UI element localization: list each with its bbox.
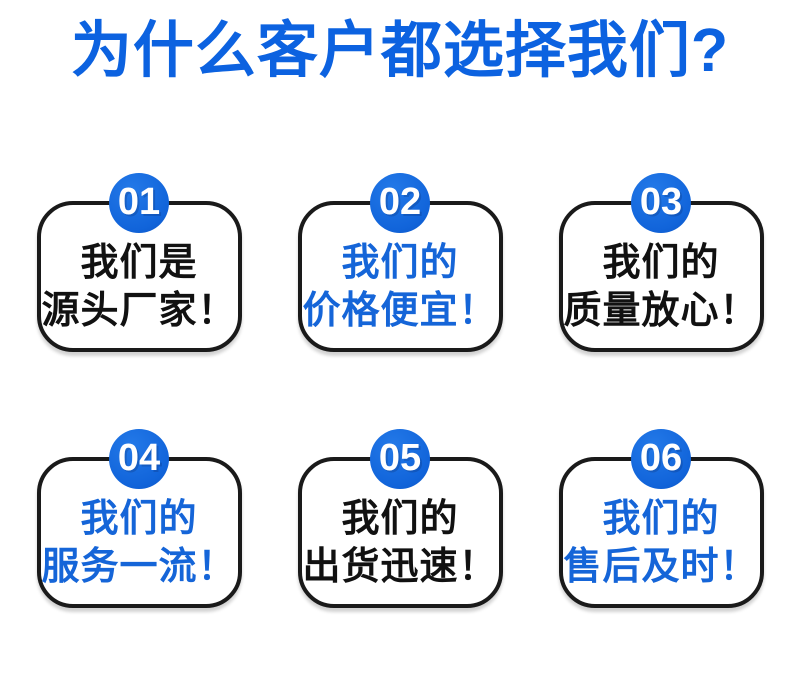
card-text-line-1: 我们的 [341,242,459,285]
card-text-line-1: 我们的 [602,242,720,285]
card-text-line-1: 我们是 [80,242,198,285]
benefit-card-03: 03 我们的 质量放心！ [558,172,764,352]
card-text-line-2: 出货迅速！ [302,546,498,589]
card-text-line-2: 质量放心！ [563,290,759,333]
card-text-line-1: 我们的 [80,498,198,541]
card-text-line-1: 我们的 [341,498,459,541]
number-badge: 01 [109,172,169,233]
card-text-line-1: 我们的 [602,498,720,541]
number-badge: 02 [370,172,430,233]
benefit-card-01: 01 我们是 源头厂家！ [36,172,242,352]
benefit-card-06: 06 我们的 售后及时！ [558,428,764,608]
page-title: 为什么客户都选择我们? [70,16,730,84]
number-badge: 06 [631,428,691,489]
card-text-line-2: 价格便宜！ [302,290,498,333]
benefit-card-04: 04 我们的 服务一流！ [36,428,242,608]
number-badge: 03 [631,172,691,233]
benefit-card-05: 05 我们的 出货迅速！ [297,428,503,608]
number-badge: 04 [109,428,169,489]
benefits-grid: 01 我们是 源头厂家！ 02 我们的 价格便宜！ 03 我们的 质量放心！ 0… [0,172,800,608]
card-text-line-2: 源头厂家！ [41,290,237,333]
number-badge: 05 [370,428,430,489]
benefit-card-02: 02 我们的 价格便宜！ [297,172,503,352]
card-text-line-2: 售后及时！ [563,546,759,589]
card-text-line-2: 服务一流！ [41,546,237,589]
